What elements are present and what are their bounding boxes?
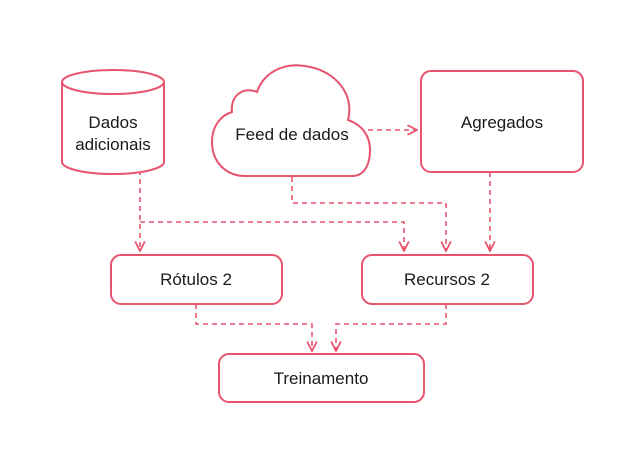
node-rotulos: Rótulos 2 xyxy=(110,254,283,305)
node-rotulos-box xyxy=(110,254,283,305)
node-recursos-box xyxy=(361,254,534,305)
node-treinamento-box xyxy=(218,353,425,403)
database-icon xyxy=(61,69,165,175)
node-agregados: Agregados xyxy=(420,70,584,173)
connector-rotulos-to-treinamento xyxy=(195,304,318,353)
node-rotulos-label: Rótulos 2 xyxy=(160,270,232,289)
node-agregados-box xyxy=(420,70,584,173)
node-agregados-label: Agregados xyxy=(461,113,543,132)
node-feed-de-dados: Feed de dados xyxy=(210,64,372,177)
connector-dados-to-recursos xyxy=(140,221,410,253)
cloud-icon xyxy=(210,64,372,177)
node-recursos-label: Recursos 2 xyxy=(404,270,490,289)
node-dados-adicionais-line1: Dados xyxy=(88,113,137,132)
connector-feed-to-recursos xyxy=(291,177,452,253)
node-dados-adicionais-line2: adicionais xyxy=(75,135,151,154)
node-treinamento-label: Treinamento xyxy=(274,369,369,388)
node-feed-de-dados-label: Feed de dados xyxy=(235,125,348,144)
connectors xyxy=(134,124,496,353)
node-dados-adicionais: Dados adicionais xyxy=(61,69,165,175)
database-rim xyxy=(61,81,165,95)
node-treinamento: Treinamento xyxy=(218,353,425,403)
connector-recursos-to-treinamento xyxy=(330,304,447,353)
node-recursos: Recursos 2 xyxy=(361,254,534,305)
